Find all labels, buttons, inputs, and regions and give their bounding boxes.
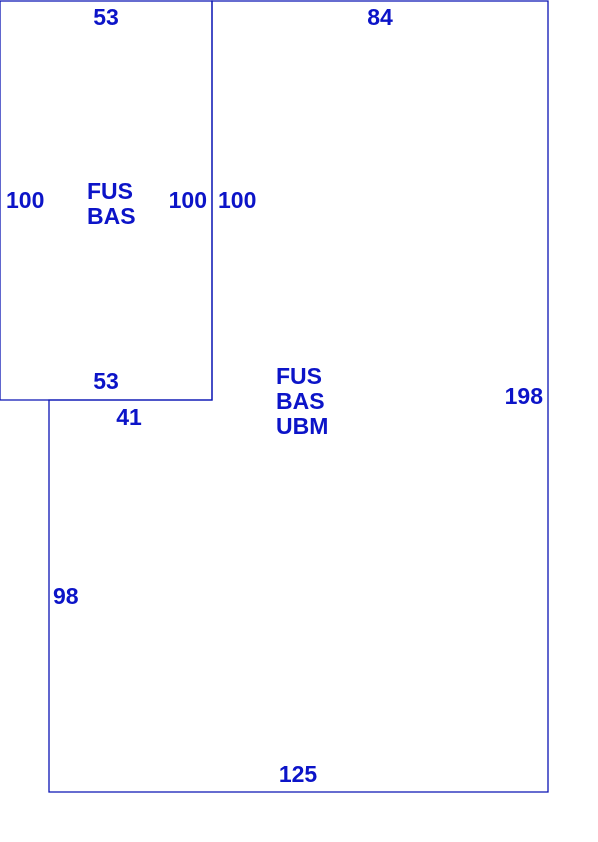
- main-bottom-dimension: 125: [279, 761, 318, 787]
- upper-left-code-2: BAS: [87, 203, 136, 229]
- main-parcel-outline: [48, 0, 549, 793]
- main-right-dimension: 198: [505, 383, 544, 409]
- upper-left-bottom-dimension: 53: [93, 368, 119, 394]
- main-left-upper-dimension: 100: [218, 187, 256, 213]
- main-code-3: UBM: [276, 413, 328, 439]
- main-code-2: BAS: [276, 388, 325, 414]
- upper-left-right-dimension: 100: [169, 187, 207, 213]
- main-code-1: FUS: [276, 363, 322, 389]
- main-inner-top-dimension: 41: [116, 404, 142, 430]
- upper-left-left-dimension: 100: [6, 187, 44, 213]
- main-left-lower-dimension: 98: [53, 583, 79, 609]
- upper-left-code-1: FUS: [87, 178, 133, 204]
- main-top-dimension: 84: [367, 4, 393, 30]
- upper-left-top-dimension: 53: [93, 4, 119, 30]
